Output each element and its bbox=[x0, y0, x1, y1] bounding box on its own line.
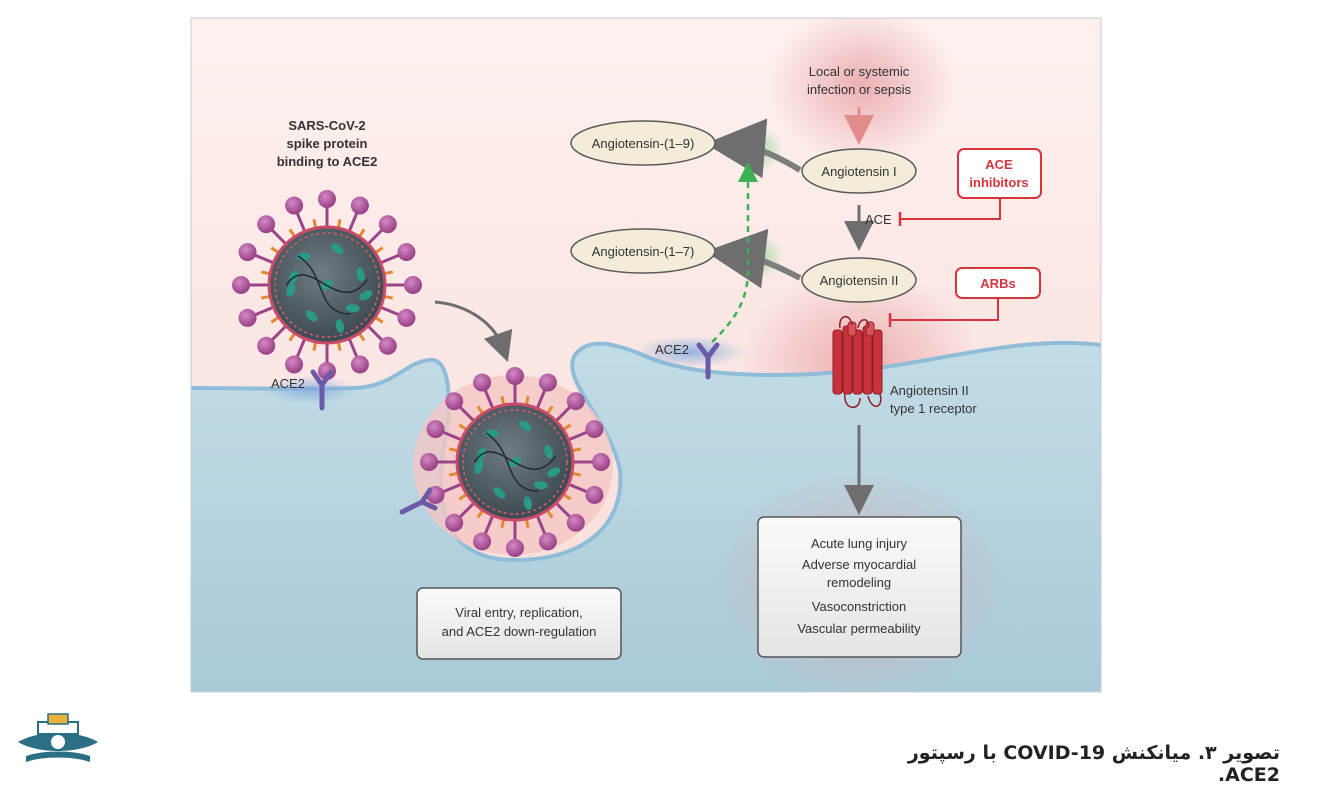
angiotensin-II-label: Angiotensin II bbox=[820, 273, 899, 288]
angiotensin-1-9-label: Angiotensin-(1–9) bbox=[592, 136, 695, 151]
arbs-box bbox=[955, 267, 1041, 299]
effect-4: Vasoconstriction bbox=[812, 599, 906, 614]
arrow-to-1-7 bbox=[705, 228, 802, 289]
ace2-left-glow bbox=[265, 376, 355, 404]
effect-1: Acute lung injury bbox=[811, 536, 908, 551]
ace2-right-label: ACE2 bbox=[655, 342, 689, 357]
ace2-receptor-left bbox=[310, 369, 334, 411]
effect-5: Vascular permeability bbox=[797, 621, 921, 636]
viral-entry-box bbox=[416, 587, 622, 660]
publisher-logo bbox=[18, 713, 98, 762]
at1-receptor-loops bbox=[839, 316, 882, 408]
angiotensin-I-label: Angiotensin I bbox=[821, 164, 896, 179]
effect-3: remodeling bbox=[827, 575, 891, 590]
figure-border bbox=[190, 17, 1102, 693]
angiotensin-1-9-node bbox=[570, 120, 716, 166]
virus-label-line3: binding to ACE2 bbox=[277, 154, 378, 169]
infection-glow bbox=[767, 18, 957, 165]
arbs-label: ARBs bbox=[980, 276, 1015, 291]
viral-box-line1: Viral entry, replication, bbox=[455, 605, 582, 620]
ace-inhibitors-line2: inhibitors bbox=[969, 175, 1028, 190]
arb-inhibitor-line bbox=[890, 298, 999, 321]
cell-membrane bbox=[191, 340, 1101, 563]
effect-2: Adverse myocardial bbox=[802, 557, 916, 572]
receptor-label-line1: Angiotensin II bbox=[890, 383, 969, 398]
figure-caption: تصویر ۳. میانکنش COVID-19 با رسپتور ACE2… bbox=[907, 742, 1280, 786]
angiotensin-I-node bbox=[801, 148, 917, 194]
arrow-to-1-9 bbox=[705, 118, 802, 179]
infection-label-line1: Local or systemic bbox=[809, 64, 910, 79]
angiotensin-1-7-node bbox=[570, 228, 716, 274]
angiotensin-II-node bbox=[801, 257, 917, 303]
virus-label-line1: SARS-CoV-2 bbox=[288, 118, 365, 133]
ace2-dashed-arrow bbox=[711, 162, 758, 343]
ace2-receptor-right bbox=[696, 342, 720, 380]
entry-arrow bbox=[434, 300, 513, 363]
ace-inhibitor-line bbox=[900, 198, 1001, 220]
virus-label-line2: spike protein bbox=[287, 136, 368, 151]
effects-box bbox=[757, 516, 962, 658]
ace-inhibitors-line1: ACE bbox=[985, 157, 1013, 172]
receptor-label-line2: type 1 receptor bbox=[890, 401, 977, 416]
at1-receptor bbox=[832, 321, 883, 395]
viral-box-line2: and ACE2 down-regulation bbox=[442, 624, 597, 639]
angiotensin-1-7-label: Angiotensin-(1–7) bbox=[592, 244, 695, 259]
ace2-right-glow bbox=[635, 336, 745, 368]
ace2-left-label: ACE2 bbox=[271, 376, 305, 391]
ace-inhibitors-box bbox=[957, 148, 1042, 199]
ace-label: ACE bbox=[865, 212, 892, 227]
virus-outside bbox=[232, 190, 422, 380]
ace2-receptor-vesicle bbox=[399, 487, 438, 515]
virus-internalized bbox=[420, 367, 610, 557]
infection-label-line2: infection or sepsis bbox=[807, 82, 912, 97]
